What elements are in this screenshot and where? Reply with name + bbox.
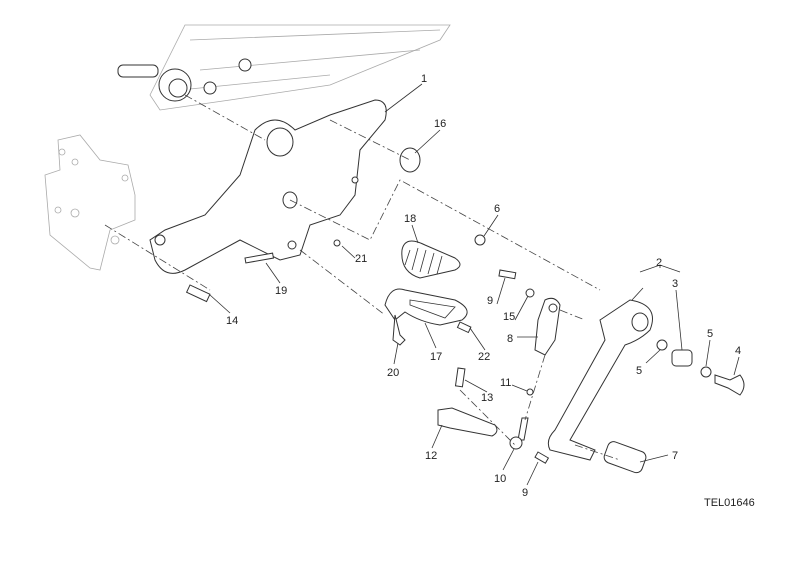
callout-12: 12 — [425, 450, 437, 462]
callout-5-right: 5 — [707, 328, 713, 340]
callout-13: 13 — [481, 392, 493, 404]
part-callouts: 1 16 6 18 21 19 14 2 3 9 15 8 17 22 20 5… — [226, 73, 741, 499]
gear-lever-part-2 — [547, 299, 653, 461]
pedal-rubber-part-7 — [603, 441, 647, 474]
rod-end-part-10 — [517, 417, 529, 441]
washer-part-15 — [525, 288, 535, 298]
callout-10: 10 — [494, 473, 506, 485]
bolt-part-4 — [714, 374, 745, 396]
callout-7: 7 — [672, 450, 678, 462]
callout-18: 18 — [404, 213, 416, 225]
swingarm-ghost — [117, 24, 451, 111]
footpeg-rubber-part-18 — [401, 240, 461, 279]
cap-part-16 — [399, 147, 421, 173]
linkage-part-8 — [534, 297, 561, 356]
callout-14: 14 — [226, 315, 238, 327]
callout-22: 22 — [478, 351, 490, 363]
callout-20: 20 — [387, 367, 399, 379]
spring-part-20 — [392, 314, 406, 346]
callout-17: 17 — [430, 351, 442, 363]
screw-part-22 — [456, 321, 472, 334]
washer-part-6 — [474, 234, 486, 246]
nut-part-11 — [526, 388, 534, 396]
callout-4: 4 — [735, 345, 741, 357]
screw-part-9-lower — [534, 451, 550, 464]
callout-1: 1 — [421, 73, 427, 85]
callout-3: 3 — [672, 278, 678, 290]
callout-19: 19 — [275, 285, 287, 297]
callout-8: 8 — [507, 333, 513, 345]
callout-16: 16 — [434, 118, 446, 130]
washer-part-5-b — [700, 366, 712, 378]
lever-part-12 — [437, 407, 498, 437]
callout-5-left: 5 — [636, 365, 642, 377]
bolt-part-13 — [454, 367, 466, 388]
bolt-part-14 — [185, 284, 211, 303]
callout-21: 21 — [355, 253, 367, 265]
callout-6: 6 — [494, 203, 500, 215]
washer-part-5-a — [656, 339, 668, 351]
callout-15: 15 — [503, 311, 515, 323]
footpeg-bracket-part-1 — [149, 99, 387, 274]
frame-bracket-ghost — [44, 134, 136, 271]
callout-9-upper: 9 — [487, 295, 493, 307]
bushing-part-3 — [671, 349, 693, 367]
drawing-code: TEL01646 — [704, 497, 755, 509]
nut-part-21 — [333, 239, 341, 247]
assembly-center-lines — [104, 94, 621, 461]
screw-part-9-upper — [498, 269, 517, 280]
callout-9-lower: 9 — [522, 487, 528, 499]
callout-2: 2 — [656, 257, 662, 269]
leader-lines — [209, 83, 740, 486]
pin-part-19 — [244, 252, 275, 264]
callout-11: 11 — [500, 377, 511, 389]
